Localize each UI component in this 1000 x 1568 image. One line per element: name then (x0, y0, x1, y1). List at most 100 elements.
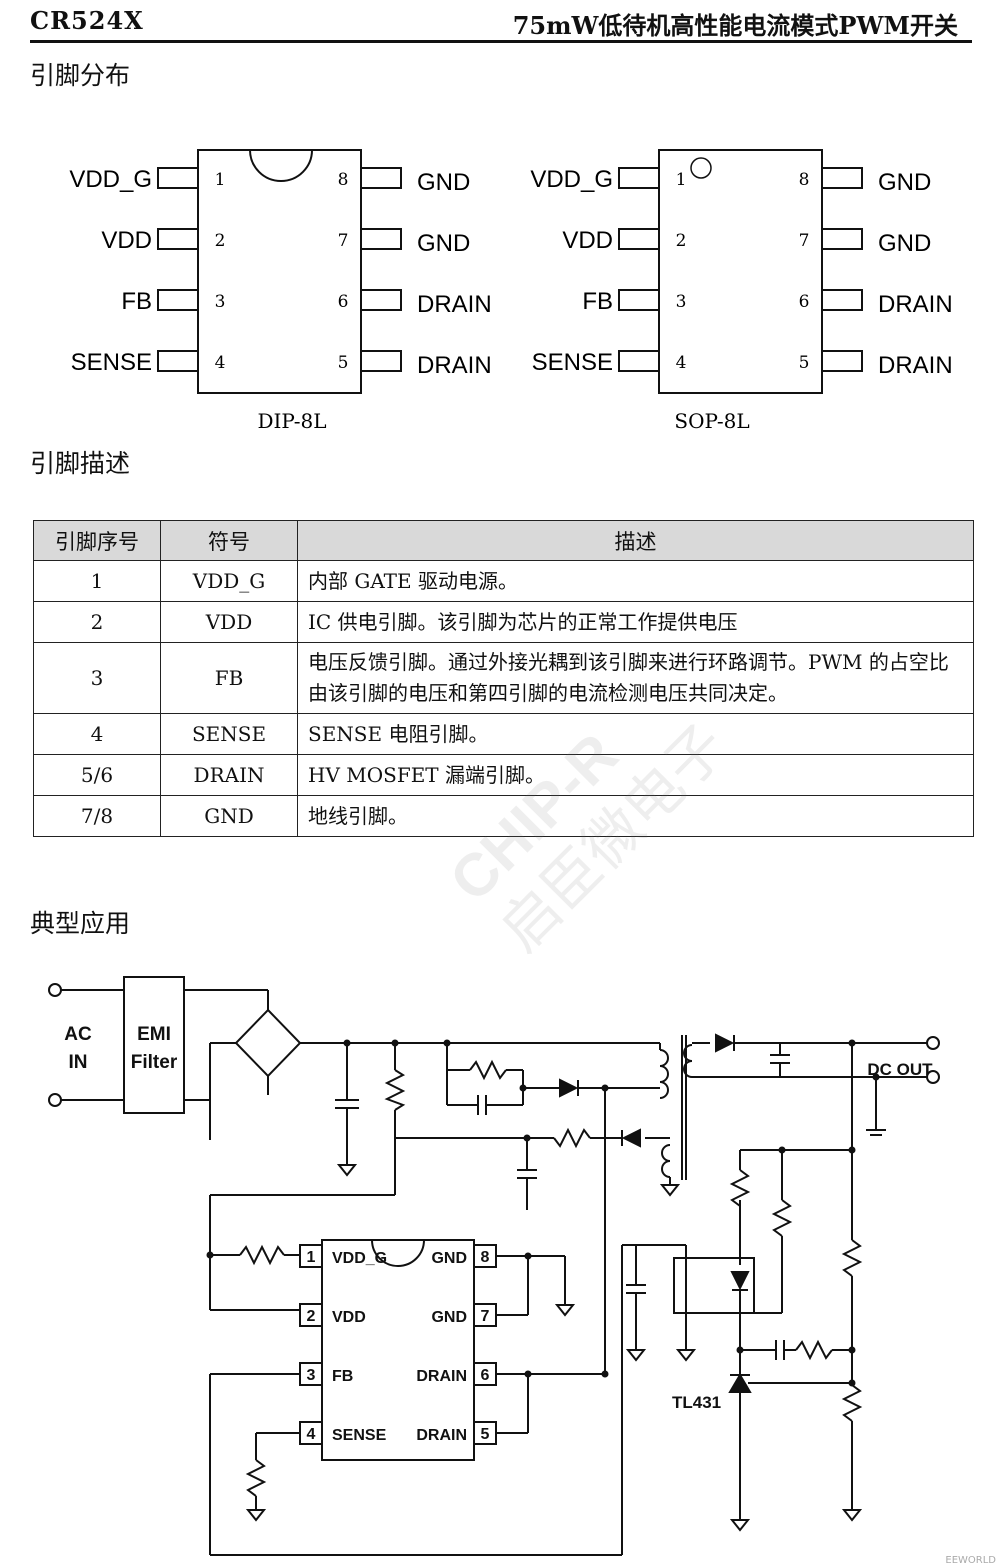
cell-symbol: VDD_G (160, 560, 298, 602)
pin-name-right: GND (878, 230, 931, 257)
chip-pin-number-left: 3 (307, 1367, 316, 1384)
cell-desc: SENSE 电阻引脚。 (297, 713, 974, 755)
pin-lead (157, 289, 198, 311)
cell-pin: 4 (33, 713, 161, 755)
cell-desc: 内部 GATE 驱动电源。 (297, 560, 974, 602)
chip-pin-name-right: DRAIN (416, 1427, 467, 1444)
optocoupler (673, 1257, 755, 1314)
pin-lead (157, 167, 198, 189)
pin-lead (361, 167, 402, 189)
pin-lead (157, 350, 198, 372)
pin-number-left: 3 (215, 292, 226, 312)
ac-terminal-top (48, 983, 62, 997)
pin-name-right: GND (417, 169, 470, 196)
pin-lead (822, 350, 863, 372)
pin-number-right: 5 (338, 353, 349, 373)
emi-label-1: EMI (137, 1024, 171, 1045)
cell-symbol: DRAIN (160, 754, 298, 796)
chip-pin-name-left: VDD (332, 1309, 366, 1326)
cell-pin: 3 (33, 642, 161, 714)
table-row: 2 VDD IC 供电引脚。该引脚为芯片的正常工作提供电压 (33, 601, 974, 643)
ac-terminal-bottom (48, 1093, 62, 1107)
pin-number-right: 7 (799, 231, 810, 251)
table-row: 4 SENSE SENSE 电阻引脚。 (33, 713, 974, 755)
pin-name-right: DRAIN (878, 352, 953, 379)
cell-pin: 2 (33, 601, 161, 643)
controller-chip (321, 1239, 475, 1461)
pin-name-left: VDD (562, 227, 613, 254)
table-row: 7/8 GND 地线引脚。 (33, 795, 974, 837)
pin-name-left: VDD_G (530, 166, 613, 193)
cell-desc: 电压反馈引脚。通过外接光耦到该引脚来进行环路调节。PWM 的占空比由该引脚的电压… (297, 642, 974, 714)
pin-name-right: DRAIN (878, 291, 953, 318)
sop8-caption: SOP-8L (674, 409, 749, 433)
pin-number-left: 4 (215, 353, 226, 373)
emi-label-2: Filter (131, 1052, 178, 1073)
ac-in-label-1: AC (64, 1024, 92, 1045)
chip-pin-name-left: FB (332, 1368, 353, 1385)
chip-pin-name-right: DRAIN (416, 1368, 467, 1385)
doc-title: 75mW低待机高性能电流模式PWM开关 (512, 11, 958, 40)
tl431-label: TL431 (672, 1393, 721, 1412)
chip-pin-name-right: GND (431, 1250, 467, 1267)
pin-lead (618, 289, 659, 311)
section-pin-desc-title: 引脚描述 (30, 449, 131, 478)
pin-name-left: FB (582, 288, 613, 315)
pin-number-left: 1 (215, 170, 226, 190)
pin-lead (822, 167, 863, 189)
pin-name-left: VDD (101, 227, 152, 254)
cell-symbol: FB (160, 642, 298, 714)
pin1-marker (690, 157, 712, 179)
header-desc: 描述 (297, 520, 974, 561)
pin-lead (618, 167, 659, 189)
chip-pin-number-right: 6 (481, 1367, 490, 1384)
pin-lead (361, 228, 402, 250)
pin-number-left: 2 (215, 231, 226, 251)
cell-pin: 5/6 (33, 754, 161, 796)
header-pin: 引脚序号 (33, 520, 161, 561)
chip-pin-number-right: 8 (481, 1249, 490, 1266)
pin-name-left: VDD_G (69, 166, 152, 193)
cell-pin: 7/8 (33, 795, 161, 837)
pin-number-right: 5 (799, 353, 810, 373)
application-circuit: AC IN EMI Filter DC OUT TL431 1VDD_G8GND… (48, 976, 940, 1556)
cell-desc: 地线引脚。 (297, 795, 974, 837)
pin-number-left: 2 (676, 231, 687, 251)
section-app-title: 典型应用 (30, 909, 131, 938)
pin-number-right: 6 (338, 292, 349, 312)
pin-number-left: 3 (676, 292, 687, 312)
pin-lead (361, 289, 402, 311)
pin-lead (618, 350, 659, 372)
chip-pin-name-right: GND (431, 1309, 467, 1326)
pin-name-left: FB (121, 288, 152, 315)
pin-name-right: GND (417, 230, 470, 257)
tl431-symbol (728, 1373, 752, 1393)
chip-pin-number-right: 7 (481, 1308, 490, 1325)
ac-in-label-2: IN (69, 1052, 88, 1073)
dip8-caption: DIP-8L (257, 409, 326, 433)
pin-lead (822, 289, 863, 311)
pin-lead (361, 350, 402, 372)
cell-desc: HV MOSFET 漏端引脚。 (297, 754, 974, 796)
bridge-rectifier (234, 1008, 302, 1078)
section-pinout-title: 引脚分布 (30, 61, 131, 90)
dc-out-label: DC OUT (867, 1060, 933, 1079)
chip-pin-name-left: VDD_G (332, 1250, 387, 1267)
part-number: CR524X (30, 6, 144, 35)
pin-lead (618, 228, 659, 250)
pin-number-left: 4 (676, 353, 687, 373)
pin-name-right: DRAIN (417, 352, 492, 379)
pin-number-right: 8 (338, 170, 349, 190)
header-symbol: 符号 (160, 520, 298, 561)
cell-pin: 1 (33, 560, 161, 602)
table-row: 5/6 DRAIN HV MOSFET 漏端引脚。 (33, 754, 974, 796)
pin-description-table: 引脚序号 符号 描述 1 VDD_G 内部 GATE 驱动电源。 2 VDD I… (33, 520, 974, 837)
chip-pin-name-left: SENSE (332, 1427, 387, 1444)
table-row: 1 VDD_G 内部 GATE 驱动电源。 (33, 560, 974, 602)
pin-number-right: 8 (799, 170, 810, 190)
pin-number-right: 7 (338, 231, 349, 251)
cell-symbol: VDD (160, 601, 298, 643)
pin-number-right: 6 (799, 292, 810, 312)
